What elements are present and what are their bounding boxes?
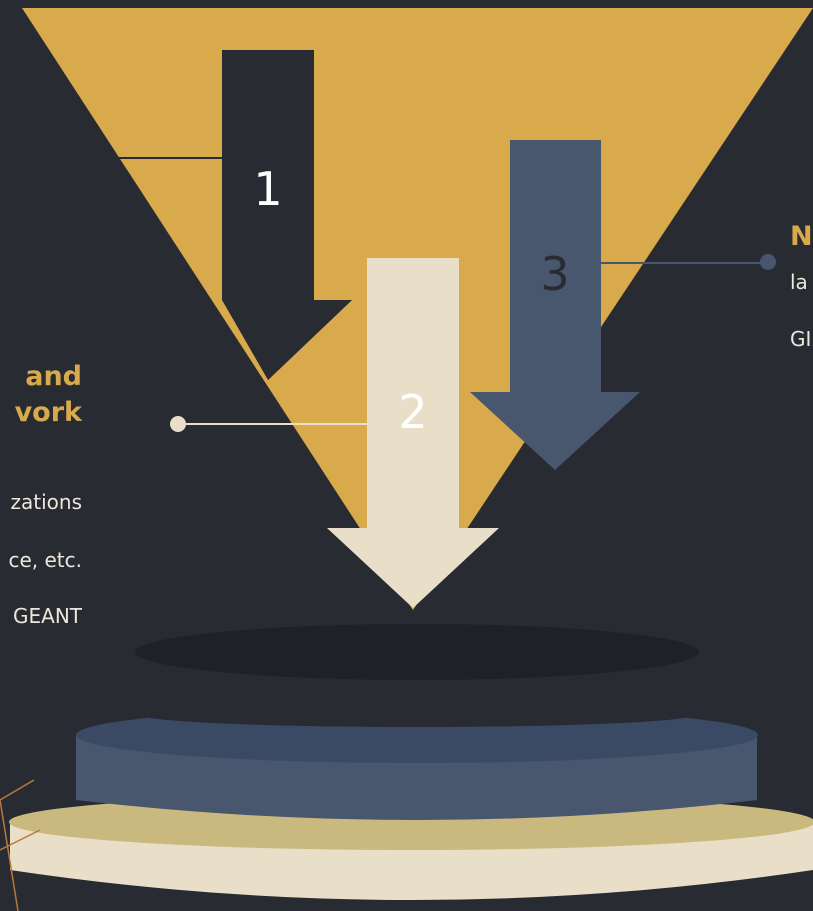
right-title: N <box>790 222 813 251</box>
connector-dot-2 <box>170 416 186 432</box>
left-title-line1: and <box>14 362 82 391</box>
connector-dot-3 <box>760 254 776 270</box>
right-line-1: la <box>790 270 808 294</box>
arrow-1-number: 1 <box>253 162 282 216</box>
podium-top-shadow <box>135 624 699 680</box>
right-line-2: GI <box>790 327 811 351</box>
arrow-3-number: 3 <box>540 247 569 301</box>
left-line-1: zations <box>0 490 82 514</box>
left-line-2: ce, etc. <box>0 548 82 572</box>
left-line-3: GEANT <box>0 604 82 628</box>
left-title-line2: vork <box>0 398 82 427</box>
podium-middle-highlight <box>142 703 692 727</box>
arrow-2-number: 2 <box>398 385 427 439</box>
